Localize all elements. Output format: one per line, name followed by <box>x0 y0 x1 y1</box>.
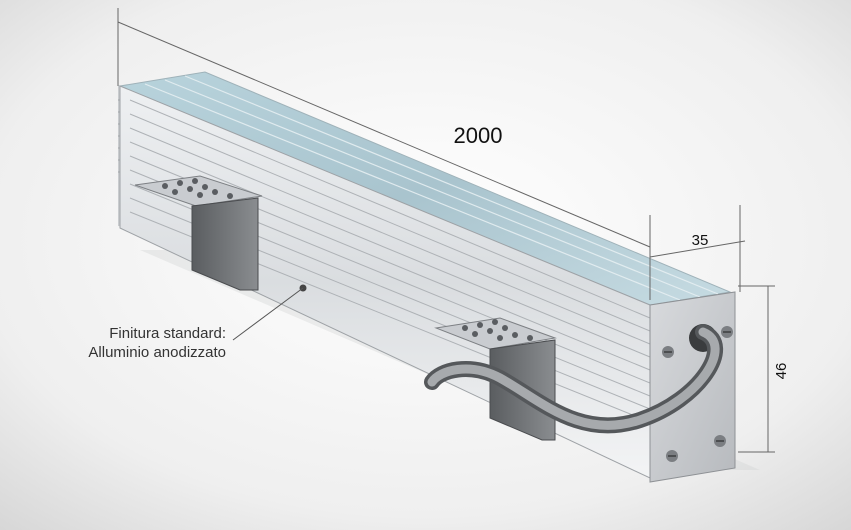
width-dimension-label: 35 <box>692 232 709 249</box>
dimension-lines <box>117 8 775 453</box>
screw-icon <box>662 346 674 358</box>
annotation-leader <box>232 284 307 341</box>
diffuser-highlights <box>144 75 719 301</box>
height-dimension-label: 46 <box>773 363 790 380</box>
length-dimension-label: 2000 <box>454 123 503 148</box>
power-cable-highlight <box>427 327 720 430</box>
mounting-bracket <box>134 175 263 291</box>
screw-icon <box>666 450 678 462</box>
finish-value: Alluminio anodizzato <box>88 344 226 361</box>
screw-icon <box>721 326 733 338</box>
screw-icon <box>714 435 726 447</box>
finish-label: Finitura standard: <box>109 325 226 342</box>
